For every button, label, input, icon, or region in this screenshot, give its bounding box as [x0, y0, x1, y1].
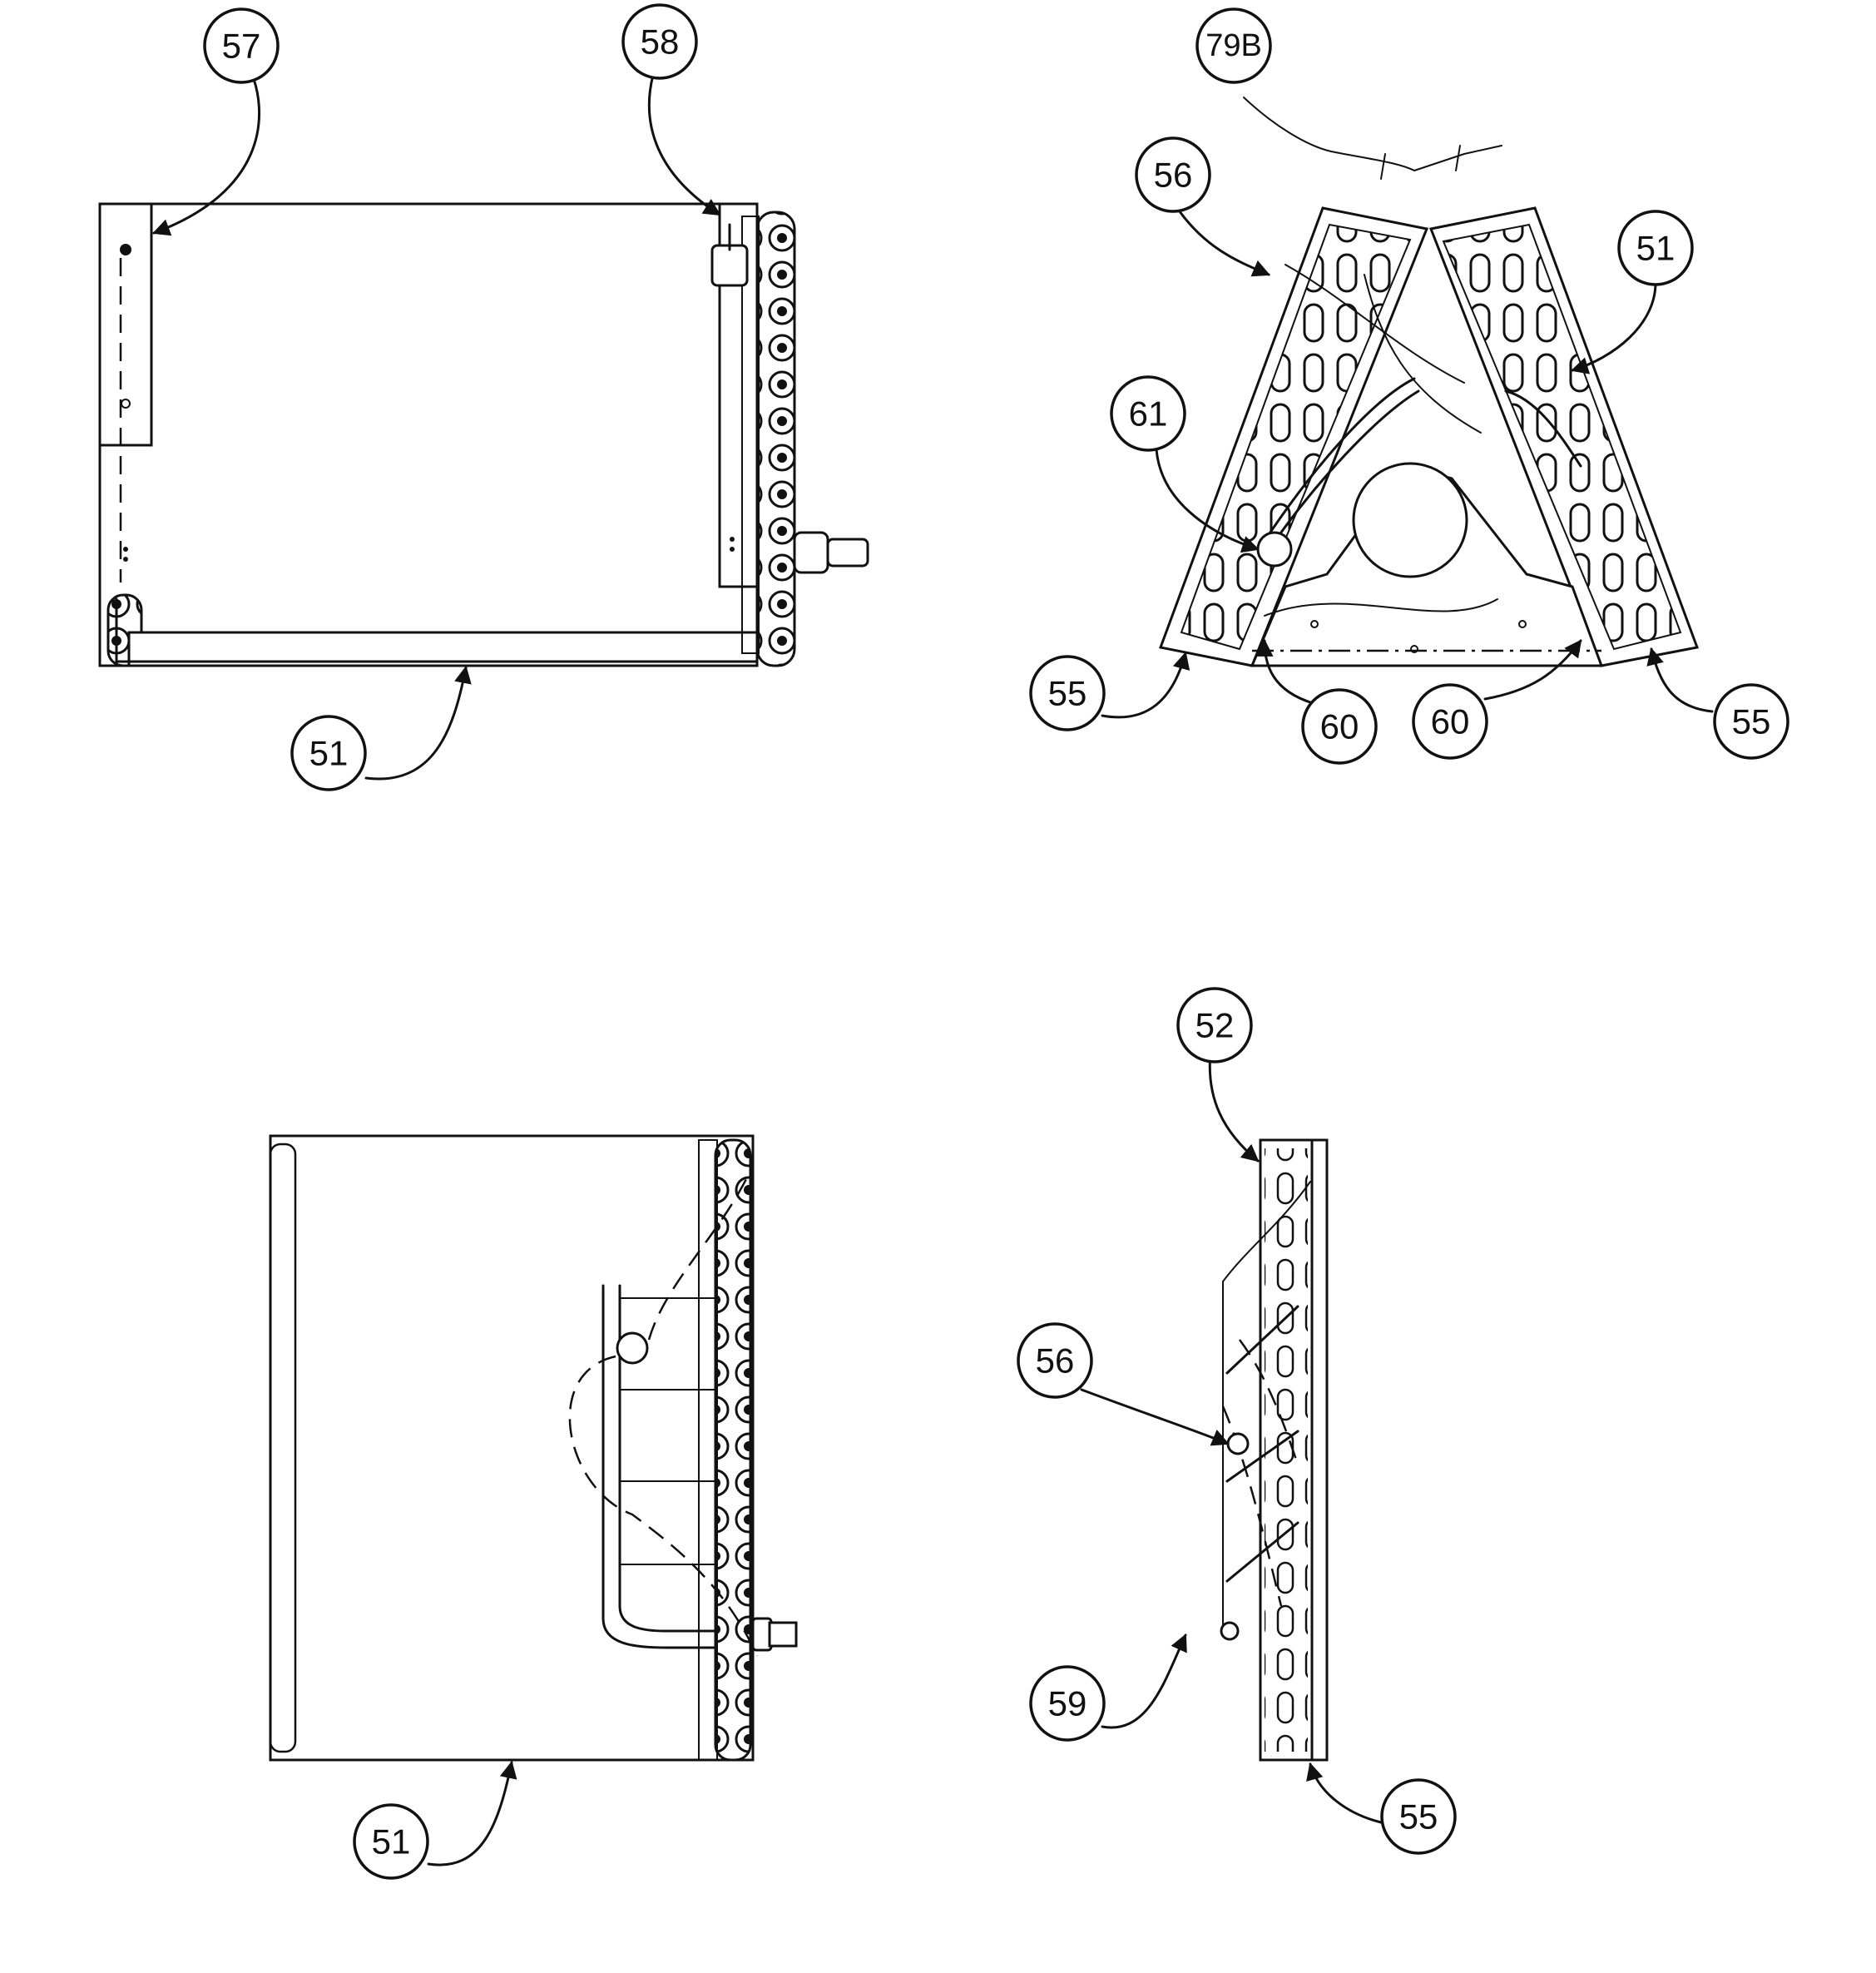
- callout-55-bottom-label: 55: [1399, 1797, 1438, 1837]
- callout-56-top-label: 56: [1154, 156, 1193, 195]
- callout-55-left: 55: [1029, 651, 1190, 731]
- view-coil-slab-edge: 52 56 59 55: [1017, 987, 1457, 1855]
- callout-79b-label: 79B: [1205, 28, 1262, 63]
- callout-52: 52: [1176, 987, 1260, 1162]
- callout-56-top: 56: [1135, 136, 1270, 277]
- callout-51-side: 51: [353, 1760, 517, 1880]
- left-bracket: [98, 202, 153, 447]
- callout-55-bottom: 55: [1306, 1762, 1457, 1855]
- callout-61-label: 61: [1129, 394, 1168, 434]
- callout-55-right: 55: [1646, 647, 1789, 760]
- callout-57-label: 57: [222, 27, 261, 66]
- view-a-coil-end: 79B 56 51 61 55 60 6: [1029, 7, 1789, 765]
- header-fitting: [710, 244, 749, 287]
- callout-79b: 79B: [1195, 7, 1272, 84]
- callout-51-side-label: 51: [372, 1822, 411, 1861]
- return-bends: [755, 211, 796, 667]
- callout-51-acoil: 51: [1570, 210, 1694, 374]
- callout-59-label: 59: [1048, 1684, 1087, 1723]
- callout-51-acoil-label: 51: [1636, 229, 1676, 268]
- return-bends-side: [714, 1138, 752, 1762]
- distributor-side: [616, 1331, 649, 1365]
- view-coil-front: 57 58 51: [98, 3, 869, 791]
- callout-51-front-label: 51: [309, 734, 349, 773]
- callout-56-bottom: 56: [1017, 1322, 1230, 1446]
- callout-60-right-label: 60: [1431, 702, 1470, 741]
- distributor: [1256, 531, 1293, 568]
- callout-59: 59: [1029, 1633, 1187, 1742]
- callout-55-left-label: 55: [1048, 674, 1087, 713]
- callout-51-front: 51: [290, 665, 472, 791]
- coil-body-side: [269, 1134, 755, 1762]
- sensor-bulb: [1226, 1432, 1250, 1455]
- callout-61: 61: [1110, 375, 1260, 553]
- view-coil-side: 51: [269, 1134, 798, 1880]
- callout-57: 57: [152, 7, 280, 236]
- drain-opening: [1352, 462, 1468, 578]
- callout-60-left: 60: [1255, 638, 1378, 765]
- callout-52-label: 52: [1195, 1006, 1235, 1045]
- callout-60-right: 60: [1412, 639, 1582, 760]
- callout-56-bottom-label: 56: [1036, 1341, 1075, 1381]
- callout-58: 58: [621, 3, 721, 216]
- suction-stub: [793, 531, 829, 574]
- coil-body: [98, 202, 759, 667]
- callout-55-right-label: 55: [1732, 702, 1771, 741]
- callout-58-label: 58: [641, 22, 680, 62]
- callout-60-left-label: 60: [1320, 707, 1359, 746]
- wire-harness: [1243, 97, 1502, 171]
